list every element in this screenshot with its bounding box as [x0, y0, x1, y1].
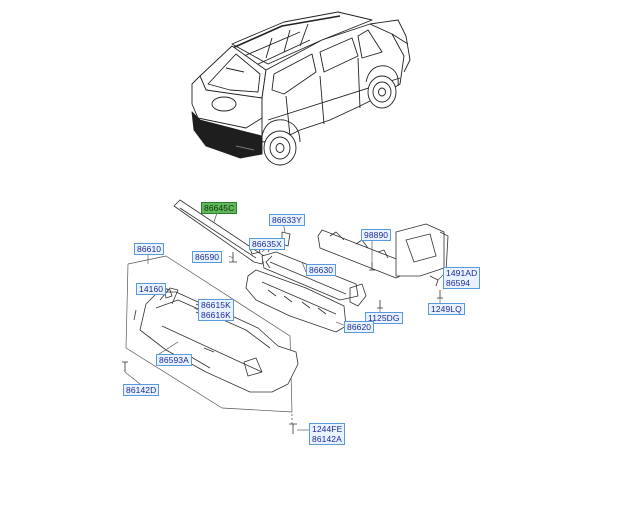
part-label-86620[interactable]: 86620 [344, 321, 375, 333]
part-label-86594[interactable]: 86594 [446, 278, 471, 288]
part-label-86616K[interactable]: 86616K [201, 310, 231, 320]
part-label-86645C[interactable]: 86645C [201, 202, 238, 214]
part-label-14160[interactable]: 14160 [136, 283, 167, 295]
part-label-1244FE[interactable]: 1244FE [312, 424, 343, 434]
part-label-1244FE-86142A[interactable]: 1244FE 86142A [309, 423, 346, 445]
part-label-1125DG[interactable]: 1125DG [365, 312, 403, 324]
part-label-86142D[interactable]: 86142D [123, 384, 160, 396]
part-label-1249LQ[interactable]: 1249LQ [428, 303, 465, 315]
part-label-86142A[interactable]: 86142A [312, 434, 342, 444]
part-label-1491AD[interactable]: 1491AD [446, 268, 478, 278]
part-label-86615K-86616K[interactable]: 86615K 86616K [198, 299, 234, 321]
part-label-86633Y[interactable]: 86633Y [269, 214, 305, 226]
part-label-86635X[interactable]: 86635X [249, 238, 285, 250]
vehicle-illustration [191, 11, 411, 166]
part-label-86610[interactable]: 86610 [134, 243, 165, 255]
parts-line-art [122, 199, 449, 434]
part-label-86593A[interactable]: 86593A [156, 354, 192, 366]
part-label-1491AD-86594[interactable]: 1491AD 86594 [443, 267, 481, 289]
part-label-86590[interactable]: 86590 [192, 251, 223, 263]
part-label-98890[interactable]: 98890 [361, 229, 392, 241]
part-label-86615K[interactable]: 86615K [201, 300, 231, 310]
part-label-86630[interactable]: 86630 [306, 264, 337, 276]
